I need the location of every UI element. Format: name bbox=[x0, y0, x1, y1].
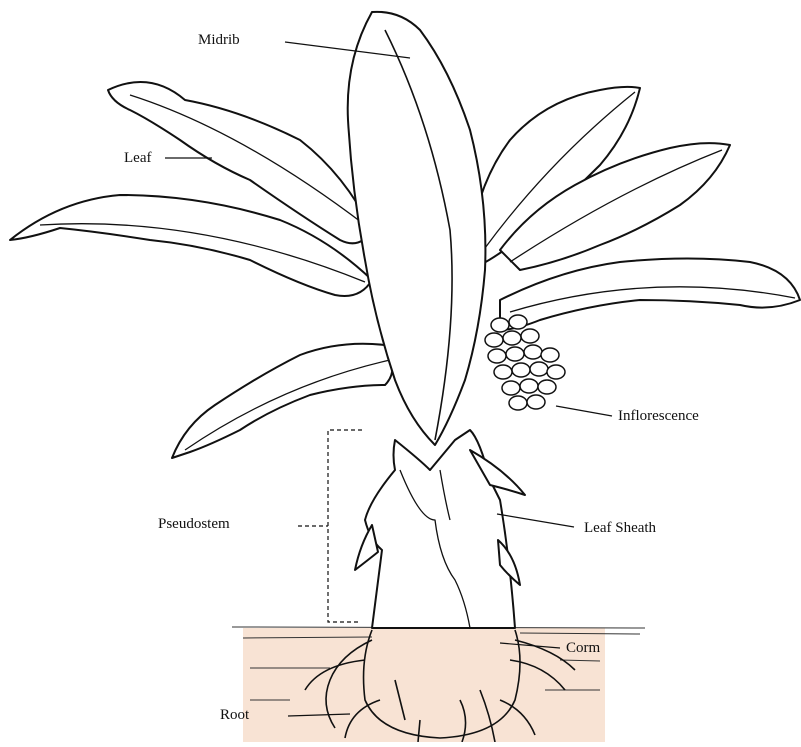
leaf-lower-left bbox=[172, 344, 393, 458]
pseudostem-shape bbox=[365, 430, 515, 628]
inflorescence-bunch bbox=[485, 315, 565, 410]
leaf-sheath-leader bbox=[497, 514, 574, 527]
label-corm: Corm bbox=[566, 641, 600, 656]
label-leaf-sheath: Leaf Sheath bbox=[584, 521, 656, 536]
label-inflorescence: Inflorescence bbox=[618, 409, 699, 424]
plant-drawing bbox=[10, 12, 800, 628]
label-leaf: Leaf bbox=[124, 151, 151, 166]
label-midrib: Midrib bbox=[198, 33, 240, 48]
leaf-lower-right bbox=[500, 259, 800, 331]
label-pseudostem: Pseudostem bbox=[158, 517, 230, 532]
inflorescence-leader bbox=[556, 406, 612, 416]
soil-area bbox=[243, 628, 605, 742]
label-root: Root bbox=[220, 708, 249, 723]
pseudostem-bracket bbox=[328, 430, 362, 622]
